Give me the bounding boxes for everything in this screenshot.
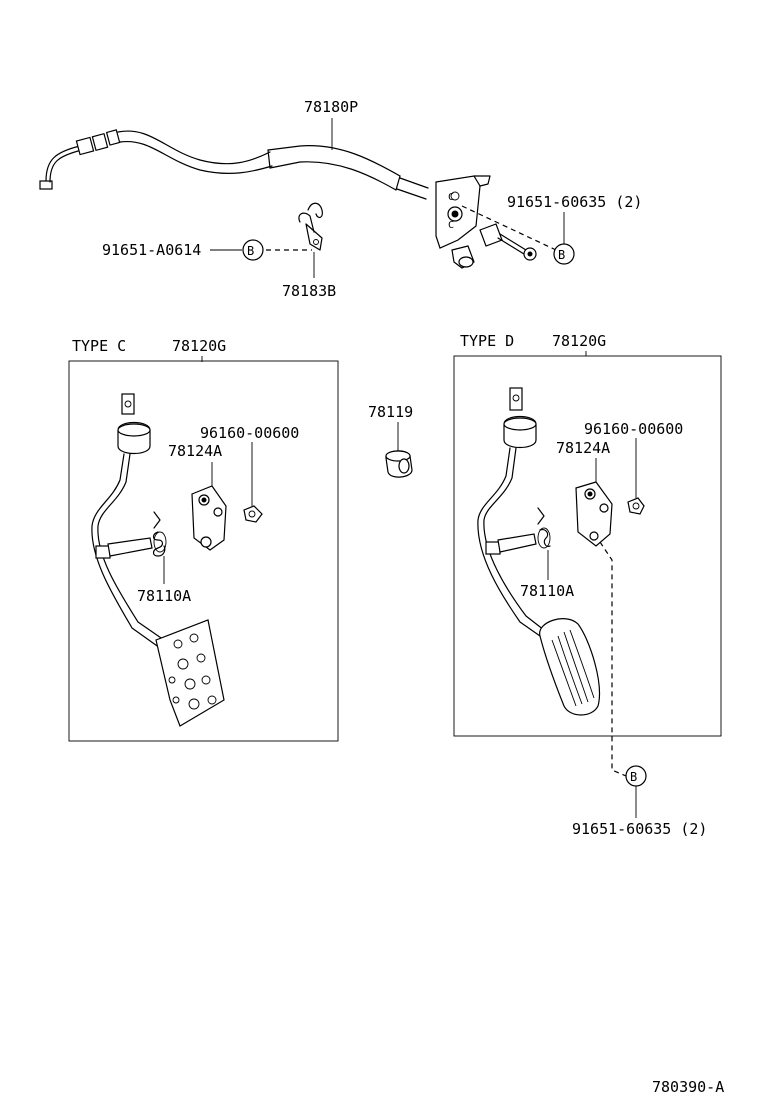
svg-text:C: C	[448, 220, 454, 231]
type-d-section: TYPE D 78120G	[453, 332, 722, 838]
accelerator-cable-assembly: C C	[39, 129, 557, 269]
label-78180P: 78180P	[304, 98, 358, 116]
type-d-nut	[627, 497, 645, 515]
cable-wire-left	[45, 145, 81, 182]
label-78183B: 78183B	[282, 282, 336, 300]
type-c-frame	[68, 360, 339, 742]
label-78124A-type-c: 78124A	[168, 442, 222, 460]
label-78124A-type-d: 78124A	[556, 439, 610, 457]
label-78110A-type-d: 78110A	[520, 582, 574, 600]
ref-marker-b-top-right: B	[553, 243, 575, 265]
cable-outer-sheath	[117, 130, 271, 165]
label-78119: 78119	[368, 403, 413, 421]
type-d-pedal	[477, 387, 600, 716]
svg-text:B: B	[558, 248, 565, 262]
stopper-78119: 78119	[368, 403, 413, 478]
svg-text:C: C	[448, 192, 454, 203]
type-c-section: TYPE C 78120G	[68, 337, 339, 742]
svg-text:B: B	[630, 770, 637, 784]
type-d-bracket	[575, 481, 613, 547]
label-91651-60635-type-d: 91651-60635 (2)	[572, 820, 707, 838]
label-78120G-type-c: 78120G	[172, 337, 226, 355]
label-78120G-type-d: 78120G	[552, 332, 606, 350]
type-c-nut	[243, 505, 263, 523]
label-96160-00600-type-d: 96160-00600	[584, 420, 683, 438]
cable-adjuster-nuts	[75, 129, 121, 156]
bolt-91651-60635-top	[479, 223, 537, 261]
diagram-number: 780390-A	[652, 1078, 724, 1096]
label-78110A-type-c: 78110A	[137, 587, 191, 605]
label-96160-00600-type-c: 96160-00600	[200, 424, 299, 442]
type-c-return-spring	[152, 511, 167, 557]
svg-text:B: B	[247, 244, 254, 258]
cable-bracket: C C	[435, 175, 491, 269]
type-c-bracket	[191, 485, 227, 551]
cable-clamp-78183B	[298, 202, 323, 251]
type-d-label: TYPE D	[460, 332, 514, 350]
type-d-frame	[453, 355, 722, 737]
label-91651-60635-top: 91651-60635 (2)	[507, 193, 642, 211]
type-c-pedal	[91, 393, 225, 727]
label-91651-A0614: 91651-A0614	[102, 241, 201, 259]
ref-marker-b-top-left: B	[242, 239, 264, 261]
type-d-return-spring	[537, 507, 551, 549]
type-c-label: TYPE C	[72, 337, 126, 355]
ref-marker-b-type-d: B	[625, 765, 647, 787]
